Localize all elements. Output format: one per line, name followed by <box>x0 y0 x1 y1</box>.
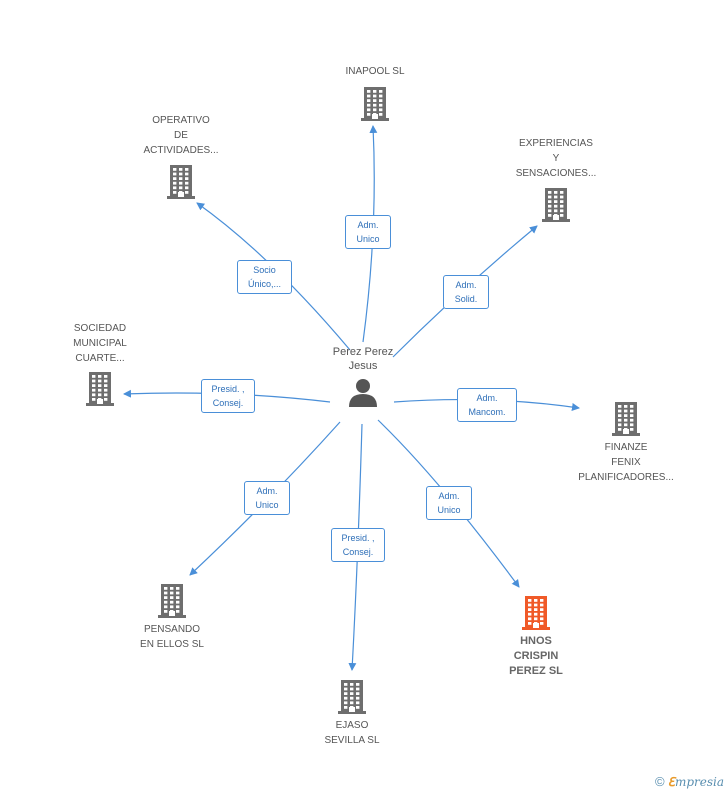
role-label-ejaso[interactable]: Presid. , Consej. <box>331 528 385 562</box>
role-label-pensando[interactable]: Adm. Unico <box>244 481 290 515</box>
role-label-operativo[interactable]: Socio Único,... <box>237 260 292 294</box>
company-label: FINANZE FENIX PLANIFICADORES... <box>578 442 674 483</box>
building-icon <box>167 165 195 199</box>
company-label: HNOS CRISPIN PEREZ SL <box>509 635 563 677</box>
role-label-inapool[interactable]: Adm. Unico <box>345 215 391 249</box>
role-label-hnos[interactable]: Adm. Unico <box>426 486 472 520</box>
copyright-symbol: © <box>654 774 665 789</box>
company-label: SOCIEDAD MUNICIPAL CUARTE... <box>73 323 127 364</box>
building-icon-highlight <box>522 596 550 630</box>
building-icon <box>542 188 570 222</box>
brand-logo-text: mpresia <box>674 775 724 789</box>
company-label: EXPERIENCIAS Y SENSACIONES... <box>515 138 597 179</box>
brand-logo-e: ℇ <box>667 775 675 789</box>
company-finanze[interactable]: FINANZE FENIX PLANIFICADORES... <box>566 400 686 485</box>
building-icon <box>338 680 366 714</box>
role-label-sociedad[interactable]: Presid. , Consej. <box>201 379 255 413</box>
role-label-experiencias[interactable]: Adm. Solid. <box>443 275 489 309</box>
footer-brand: ©ℇmpresia <box>655 774 724 789</box>
role-label-finanze[interactable]: Adm. Mancom. <box>457 388 517 422</box>
company-label: EJASO SEVILLA SL <box>324 720 380 746</box>
center-person-name: Perez Perez Jesus <box>332 346 394 372</box>
building-icon <box>86 372 114 406</box>
company-operativo[interactable]: OPERATIVO DE ACTIVIDADES... <box>121 113 241 199</box>
brand-logo: ℇmpresia <box>668 775 724 789</box>
company-label: OPERATIVO DE ACTIVIDADES... <box>143 115 219 156</box>
company-hnos[interactable]: HNOS CRISPIN PEREZ SL <box>476 594 596 679</box>
center-person[interactable]: Perez Perez Jesus <box>318 345 408 409</box>
company-inapool[interactable]: INAPOOL SL <box>315 64 435 121</box>
company-label: INAPOOL SL <box>345 66 405 77</box>
person-icon <box>349 379 377 407</box>
company-sociedad[interactable]: SOCIEDAD MUNICIPAL CUARTE... <box>40 321 160 406</box>
building-icon <box>612 402 640 436</box>
building-icon <box>158 584 186 618</box>
company-label: PENSANDO EN ELLOS SL <box>140 624 204 650</box>
company-pensando[interactable]: PENSANDO EN ELLOS SL <box>112 582 232 652</box>
building-icon <box>361 87 389 121</box>
company-ejaso[interactable]: EJASO SEVILLA SL <box>292 678 412 748</box>
company-experiencias[interactable]: EXPERIENCIAS Y SENSACIONES... <box>496 136 616 222</box>
